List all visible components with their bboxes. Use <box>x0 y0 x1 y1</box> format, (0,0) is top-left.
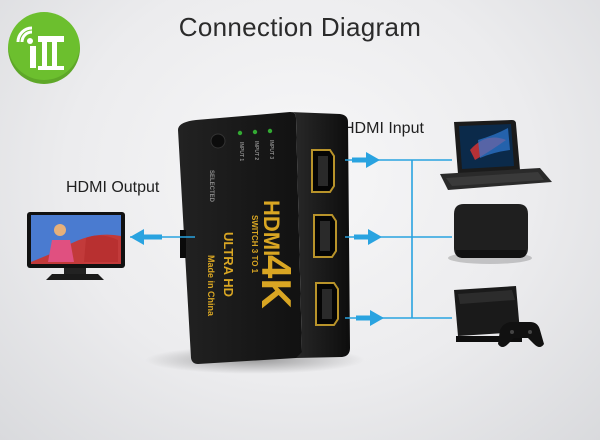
arrow-right-icon <box>354 229 382 245</box>
port-text-2: INPUT 2 <box>253 141 259 160</box>
input-arrows <box>352 152 384 326</box>
led-input-1 <box>237 130 243 136</box>
arrow-left-icon <box>130 229 162 245</box>
hdmi-port-1 <box>311 149 335 193</box>
led-input-2 <box>252 129 258 135</box>
brand-logo <box>8 12 80 84</box>
arrow-right-icon <box>356 310 384 326</box>
page-title: Connection Diagram <box>178 12 422 42</box>
port-text-1: INPUT 1 <box>238 142 244 161</box>
origin-text: Made in China <box>206 255 216 317</box>
led-input-3 <box>267 128 273 134</box>
selected-text: SELECTED <box>208 170 214 203</box>
laptop-device <box>440 120 552 190</box>
hdmi-port-3 <box>315 282 339 326</box>
gamepad-icon <box>498 322 544 347</box>
model-text: SWITCH 3 TO 1 <box>250 215 259 274</box>
building-icon <box>16 26 64 70</box>
arrow-right-icon <box>352 152 380 168</box>
port-text-3: INPUT 3 <box>268 140 274 159</box>
hdmi-input-label: HDMI Input <box>343 120 424 137</box>
monitor-device <box>27 212 125 280</box>
tv-box-device <box>448 204 532 264</box>
brand-text: HDMI <box>259 200 284 256</box>
resolution-text: 4K <box>253 255 300 309</box>
hdmi-output-port <box>180 230 186 258</box>
ultra-hd-text: ULTRA HD <box>221 232 236 297</box>
game-console-device <box>454 286 544 347</box>
select-button[interactable] <box>210 133 226 149</box>
hdmi-switch-device: INPUT 1 INPUT 2 INPUT 3 SELECTED HDMI SW… <box>178 112 350 364</box>
hdmi-port-2 <box>313 214 337 258</box>
hdmi-output-label: HDMI Output <box>66 179 160 196</box>
